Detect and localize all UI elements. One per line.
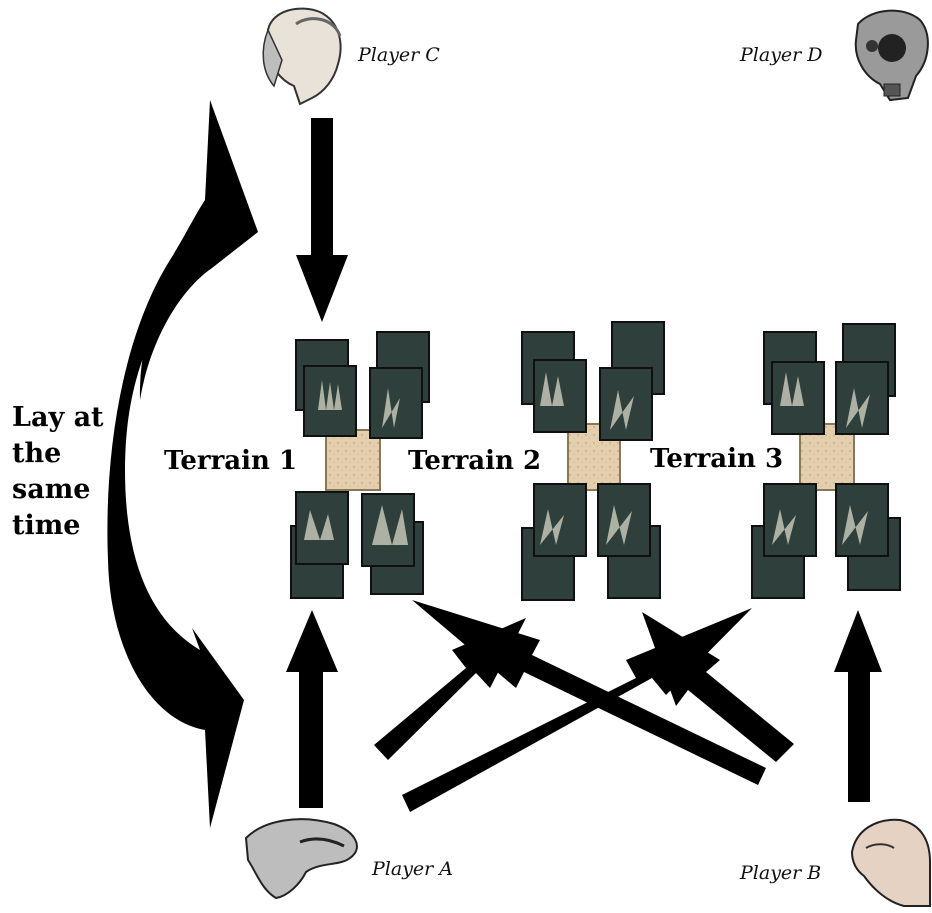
note-line: same	[12, 474, 91, 505]
player-c-portrait-icon	[262, 7, 342, 106]
player-a-to-terrain-3-arrow-icon	[402, 608, 752, 812]
terrain-1-creature-card	[290, 331, 430, 599]
player-c-arrow-icon	[296, 118, 348, 322]
note-line: Lay at	[12, 402, 104, 433]
player-b-portrait-icon	[850, 818, 931, 907]
terrain-1-label: Terrain 1	[164, 446, 298, 476]
player-b-arrow-icon	[834, 610, 882, 802]
terrain-1-card-group	[290, 331, 430, 599]
player-b-to-terrain-1-arrow-icon	[412, 600, 766, 785]
player-d-portrait-icon	[854, 9, 929, 102]
note-line: time	[12, 510, 81, 541]
terrain-3-card-group	[751, 323, 901, 599]
simultaneous-play-note: Lay at the same time	[12, 400, 122, 544]
terrain-2-label: Terrain 2	[408, 446, 542, 476]
player-b-label: Player B	[740, 862, 822, 884]
player-d-label: Player D	[740, 44, 823, 66]
simultaneous-play-arrow-icon	[107, 100, 258, 828]
player-a-label: Player A	[372, 858, 454, 880]
player-c-label: Player C	[358, 44, 440, 66]
player-a-arrow-icon	[286, 610, 338, 808]
player-b-to-terrain-2-arrow-icon	[642, 612, 794, 762]
terrain-2-card-group	[521, 321, 665, 601]
terrain-2-creature-card	[521, 321, 665, 601]
player-a-portrait-icon	[244, 818, 358, 900]
note-line: the	[12, 438, 62, 469]
terrain-3-label: Terrain 3	[650, 444, 784, 474]
